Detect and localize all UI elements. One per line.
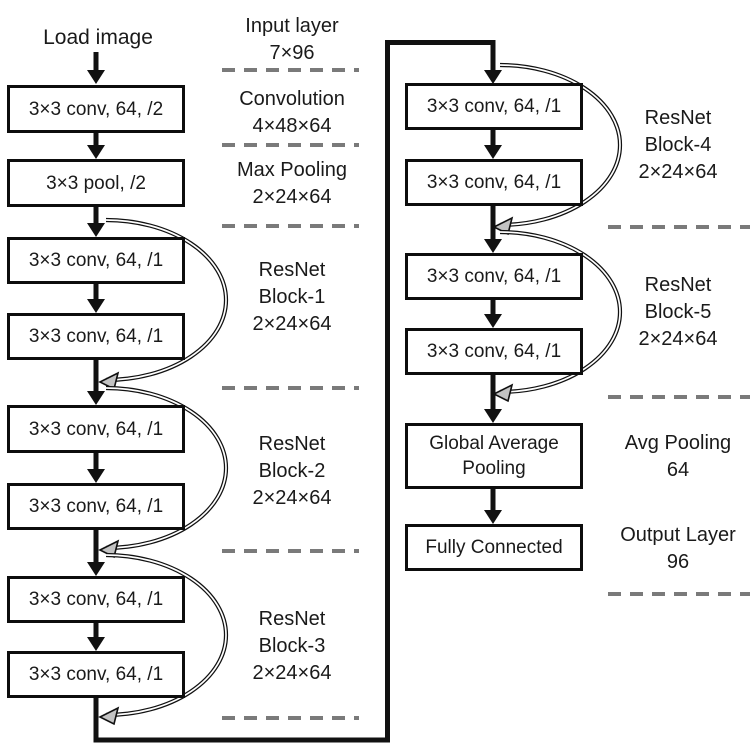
annotation-line: 2×24×64 — [252, 662, 332, 684]
annotation-convolution: Convolution 4×48×64 — [213, 86, 371, 140]
annotation-line: Block-3 — [258, 635, 326, 657]
annotation-line: ResNet — [644, 274, 712, 296]
fully-connected-box: Fully Connected — [405, 524, 583, 571]
skip-arc-core — [105, 387, 227, 549]
load-image-label: Load image — [43, 26, 153, 49]
block3-conv2-box: 3×3 conv, 64, /1 — [7, 651, 185, 698]
annotation-resnet-block-5: ResNet Block-5 2×24×64 — [599, 272, 753, 353]
skip-connection-block-2 — [98, 385, 229, 559]
left-arrowhead-icon — [492, 383, 514, 403]
annotation-line: Convolution — [239, 88, 345, 110]
annotation-line: 64 — [666, 459, 690, 481]
annotation-line: 2×24×64 — [252, 186, 332, 208]
annotation-line: 2×24×64 — [638, 161, 718, 183]
annotation-line: Output Layer — [620, 524, 736, 546]
down-arrowhead-icon — [87, 562, 105, 576]
down-arrowhead-icon — [87, 637, 105, 651]
annotation-output-layer: Output Layer 96 — [599, 522, 753, 576]
left-arrowhead-icon — [98, 706, 120, 726]
down-arrowhead-icon — [484, 510, 502, 524]
routing-line — [93, 40, 496, 743]
annotation-resnet-block-2: ResNet Block-2 2×24×64 — [213, 431, 371, 512]
annotation-line: Block-5 — [644, 301, 712, 323]
annotation-line: 2×24×64 — [252, 313, 332, 335]
annotation-max-pooling: Max Pooling 2×24×64 — [213, 157, 371, 211]
skip-arc-core — [105, 219, 227, 381]
annotation-avg-pooling: Avg Pooling 64 — [599, 430, 753, 484]
block2-conv2-box: 3×3 conv, 64, /1 — [7, 483, 185, 530]
block5-conv2-box: 3×3 conv, 64, /1 — [405, 328, 583, 375]
global-avg-pool-box: Global Average Pooling — [405, 423, 583, 489]
down-arrowhead-icon — [87, 391, 105, 405]
annotation-line: 2×24×64 — [638, 328, 718, 350]
annotation-line: 7×96 — [269, 42, 315, 64]
block1-conv1-box: 3×3 conv, 64, /1 — [7, 237, 185, 284]
annotation-line: ResNet — [258, 433, 326, 455]
annotation-line: Block-2 — [258, 460, 326, 482]
annotation-line: ResNet — [258, 259, 326, 281]
block5-conv1-box: 3×3 conv, 64, /1 — [405, 253, 583, 300]
annotation-input-layer: Input layer 7×96 — [213, 13, 371, 67]
down-arrowhead-icon — [484, 70, 502, 84]
annotation-line: Avg Pooling — [624, 432, 732, 454]
skip-arc-core — [105, 554, 227, 716]
maxpool-box: 3×3 pool, /2 — [7, 159, 185, 207]
skip-connection-block-4 — [492, 62, 623, 236]
main-routing-connector — [93, 40, 502, 743]
skip-arc-core — [499, 64, 621, 226]
skip-connection-block-3 — [98, 552, 229, 726]
block4-conv2-box: 3×3 conv, 64, /1 — [405, 159, 583, 206]
block3-conv1-box: 3×3 conv, 64, /1 — [7, 576, 185, 623]
annotation-line: 96 — [666, 551, 690, 573]
annotation-line: Block-1 — [258, 286, 326, 308]
annotation-resnet-block-1: ResNet Block-1 2×24×64 — [213, 257, 371, 338]
block4-conv1-box: 3×3 conv, 64, /1 — [405, 83, 583, 130]
down-arrowhead-icon — [484, 145, 502, 159]
stage-separators-right — [608, 225, 750, 596]
down-arrowhead-icon — [87, 145, 105, 159]
down-arrowhead-icon — [87, 70, 105, 84]
flow-arrows-left — [87, 52, 105, 651]
skip-connection-block-1 — [98, 217, 229, 391]
annotation-resnet-block-3: ResNet Block-3 2×24×64 — [213, 606, 371, 687]
annotation-line: Block-4 — [644, 134, 712, 156]
down-arrowhead-icon — [484, 239, 502, 253]
down-arrowhead-icon — [87, 469, 105, 483]
annotation-line: ResNet — [258, 608, 326, 630]
down-arrowhead-icon — [87, 223, 105, 237]
down-arrowhead-icon — [484, 314, 502, 328]
annotation-line: ResNet — [644, 107, 712, 129]
flow-arrows-right — [484, 130, 502, 524]
stage-separators-middle — [222, 68, 359, 720]
conv-stride2-box: 3×3 conv, 64, /2 — [7, 85, 185, 133]
skip-connection-block-5 — [492, 229, 623, 403]
annotation-line: Input layer — [245, 15, 339, 37]
annotation-line: 4×48×64 — [252, 115, 332, 137]
down-arrowhead-icon — [87, 299, 105, 313]
annotation-line: 2×24×64 — [252, 487, 332, 509]
block2-conv1-box: 3×3 conv, 64, /1 — [7, 405, 185, 453]
annotation-resnet-block-4: ResNet Block-4 2×24×64 — [599, 105, 753, 186]
annotation-line: Max Pooling — [236, 159, 348, 181]
skip-arc-core — [499, 231, 621, 393]
left-arrowhead-icon — [98, 371, 120, 391]
block1-conv2-box: 3×3 conv, 64, /1 — [7, 313, 185, 360]
down-arrowhead-icon — [484, 409, 502, 423]
